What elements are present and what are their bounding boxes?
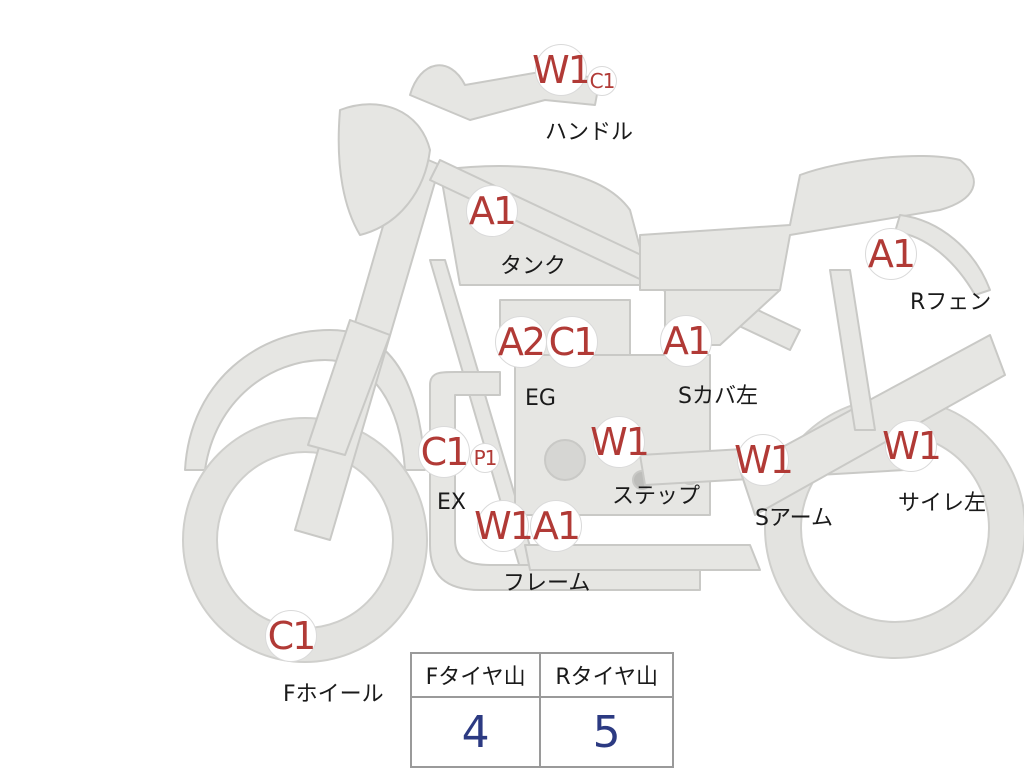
fwheel-label: Fホイール: [283, 682, 384, 707]
silencer-label: サイレ左: [898, 491, 987, 516]
rear-tire-value: 5: [539, 696, 674, 768]
frame-a1-badge: A1: [530, 500, 582, 552]
step-w1-badge: W1: [590, 416, 650, 468]
handle-label: ハンドル: [545, 120, 634, 145]
frame-w1-badge: W1: [474, 500, 534, 552]
scover-label: Sカバ左: [678, 384, 758, 409]
eg-label: EG: [525, 386, 556, 411]
ex-c1-badge: C1: [418, 426, 470, 478]
ex-label: EX: [437, 490, 466, 515]
front-tire-value: 4: [409, 696, 542, 768]
tire-tread-table: Fタイヤ山 Rタイヤ山 4 5: [409, 652, 674, 768]
rear-tire-header: Rタイヤ山: [539, 652, 674, 698]
frame-label: フレーム: [503, 571, 591, 596]
rear-fender: [894, 214, 991, 296]
step-label: ステップ: [612, 484, 701, 509]
tire-table-value-row: 4 5: [409, 696, 674, 768]
rfender-label: Rフェン: [910, 290, 992, 315]
silencer-w1-badge: W1: [882, 420, 942, 472]
tank-a1-badge: A1: [466, 185, 518, 237]
handle-c1-badge: C1: [587, 66, 617, 96]
scover-a1-badge: A1: [660, 315, 712, 367]
sarm-w1-badge: W1: [734, 434, 794, 486]
tire-table-header-row: Fタイヤ山 Rタイヤ山: [409, 652, 674, 698]
handle-w1-badge: W1: [532, 44, 592, 96]
front-tire-header: Fタイヤ山: [409, 652, 542, 698]
seat: [639, 155, 975, 291]
fwheel-c1-badge: C1: [265, 610, 317, 662]
ex-p1-badge: P1: [470, 443, 500, 473]
tank-label: タンク: [500, 254, 567, 279]
rfender-a1-badge: A1: [865, 228, 917, 280]
eg-c1-badge: C1: [546, 316, 598, 368]
eg-a2-badge: A2: [495, 316, 547, 368]
sarm-label: Sアーム: [755, 506, 833, 531]
